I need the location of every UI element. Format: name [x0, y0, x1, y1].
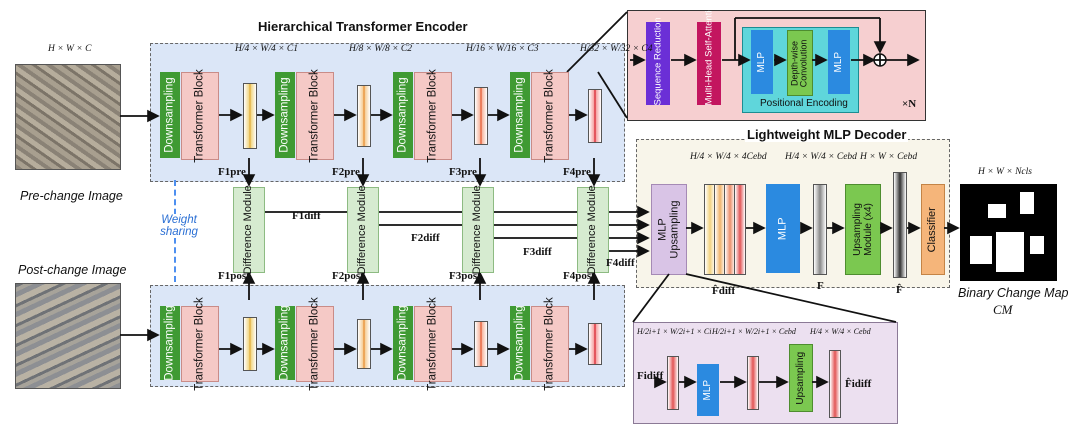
bot-transformer-block-4: Transformer Block — [531, 297, 569, 391]
positional-encoding-label: Positional Encoding — [760, 98, 848, 109]
stage-dim-2: H/8 × W/8 × C2 — [349, 44, 412, 54]
difference-module-2: Difference Module — [347, 185, 379, 275]
diff-output-label-4: F4diff — [606, 257, 635, 269]
updetail-dim-3: H/4 × W/4 × Cebd — [810, 327, 871, 336]
upsampled-feature-map — [893, 172, 907, 278]
diff-output-label-2: F2diff — [411, 232, 440, 244]
decoder-dim-2: H/4 × W/4 × Cebd — [785, 152, 857, 162]
pre-feature-label-4: F4pre — [563, 166, 591, 178]
pre-feature-label-3: F3pre — [449, 166, 477, 178]
post-feature-label-2: F2post — [332, 270, 364, 282]
sequence-reduction-block: Sequence Reduction — [646, 17, 670, 105]
fused-feature-map — [813, 184, 827, 275]
stage-dim-4: H/32 × W/32 × C4 — [580, 44, 653, 54]
diff-output-label-3: F3diff — [523, 246, 552, 258]
post-feature-label-3: F3post — [449, 270, 481, 282]
updetail-output-label: F̂idiff — [845, 378, 872, 390]
classifier-block: Classifier — [921, 184, 945, 275]
change-map-caption: Binary Change Map — [958, 286, 1069, 300]
updetail-input-feature — [667, 356, 679, 410]
bot-transformer-block-1: Transformer Block — [181, 297, 219, 391]
pre-change-caption: Pre-change Image — [20, 189, 123, 203]
top-feature-map-1 — [243, 83, 257, 149]
f-hat-label: F̂ — [896, 284, 903, 296]
bot-downsampling-1: Downsampling — [160, 305, 180, 381]
stage-dim-1: H/4 × W/4 × C1 — [235, 44, 298, 54]
updetail-mid-feature — [747, 356, 759, 410]
top-transformer-block-3: Transformer Block — [414, 69, 452, 163]
change-blob-3 — [970, 236, 992, 264]
diff-output-label-1: F1diff — [292, 210, 321, 222]
change-blob-2 — [1020, 192, 1034, 214]
updetail-mlp-block: MLP — [697, 364, 719, 416]
post-change-image — [15, 283, 121, 389]
change-map-symbol: CM — [993, 302, 1013, 317]
top-downsampling-2: Downsampling — [275, 72, 295, 158]
pre-feature-label-2: F2pre — [332, 166, 360, 178]
detail-mlp-2: MLP — [828, 30, 850, 94]
decoder-dim-3: H × W × Cebd — [860, 152, 918, 162]
stage-dim-3: H/16 × W/16 × C3 — [466, 44, 539, 54]
change-blob-4 — [996, 232, 1024, 272]
output-dim-label: H × W × Ncls — [978, 167, 1032, 177]
bot-transformer-block-3: Transformer Block — [414, 297, 452, 391]
f-hat-diff-label: F̂diff — [712, 285, 736, 297]
decoder-title: Lightweight MLP Decoder — [745, 127, 909, 142]
weight-sharing-label: Weight sharing — [160, 214, 198, 238]
decoder-mlp-block: MLP — [766, 184, 800, 273]
top-transformer-block-1: Transformer Block — [181, 69, 219, 163]
mhsa-block: Multi-Head Self-Attention — [697, 0, 721, 105]
updetail-input-label: Fidiff — [637, 370, 664, 382]
concat-feature-4 — [734, 184, 746, 275]
updetail-upsampling-block: Upsampling — [789, 344, 813, 412]
decoder-dim-1: H/4 × W/4 × 4Cebd — [690, 152, 767, 162]
difference-module-3: Difference Module — [462, 185, 494, 275]
top-transformer-block-2: Transformer Block — [296, 69, 334, 163]
updetail-out-feature — [829, 350, 841, 418]
updetail-dim-1: H/2i+1 × W/2i+1 × Ci — [637, 327, 712, 336]
f-label: F — [817, 280, 824, 292]
pre-change-image — [15, 64, 121, 170]
change-blob-1 — [988, 204, 1006, 218]
top-feature-map-2 — [357, 85, 371, 147]
bot-downsampling-4: Downsampling — [510, 305, 530, 381]
post-feature-label-1: F1post — [218, 270, 250, 282]
top-downsampling-1: Downsampling — [160, 72, 180, 158]
bot-transformer-block-2: Transformer Block — [296, 297, 334, 391]
top-feature-map-4 — [588, 89, 602, 143]
upsampling-module-block: Upsampling Module (x4) — [845, 184, 881, 275]
input-dim-label: H × W × C — [48, 44, 92, 54]
mlp-upsampling-block: MLP Upsampling — [651, 184, 687, 275]
post-feature-label-4: F4post — [563, 270, 595, 282]
repeat-n-label: ×N — [902, 98, 917, 110]
top-transformer-block-4: Transformer Block — [531, 69, 569, 163]
bot-downsampling-3: Downsampling — [393, 305, 413, 381]
detail-mlp-1: MLP — [751, 30, 773, 94]
top-downsampling-4: Downsampling — [510, 72, 530, 158]
bot-feature-map-4 — [588, 323, 602, 365]
bot-feature-map-2 — [357, 319, 371, 369]
top-feature-map-3 — [474, 87, 488, 145]
difference-module-4: Difference Module — [577, 185, 609, 275]
difference-module-1: Difference Module — [233, 185, 265, 275]
top-downsampling-3: Downsampling — [393, 72, 413, 158]
updetail-dim-2: H/2i+1 × W/2i+1 × Cebd — [712, 327, 796, 336]
bot-feature-map-1 — [243, 317, 257, 371]
change-blob-5 — [1030, 236, 1044, 254]
bot-downsampling-2: Downsampling — [275, 305, 295, 381]
encoder-title: Hierarchical Transformer Encoder — [258, 19, 468, 34]
depthwise-conv-block: Depth-wise Convolution — [787, 30, 813, 96]
post-change-caption: Post-change Image — [18, 263, 127, 277]
bot-feature-map-3 — [474, 321, 488, 367]
pre-feature-label-1: F1pre — [218, 166, 246, 178]
